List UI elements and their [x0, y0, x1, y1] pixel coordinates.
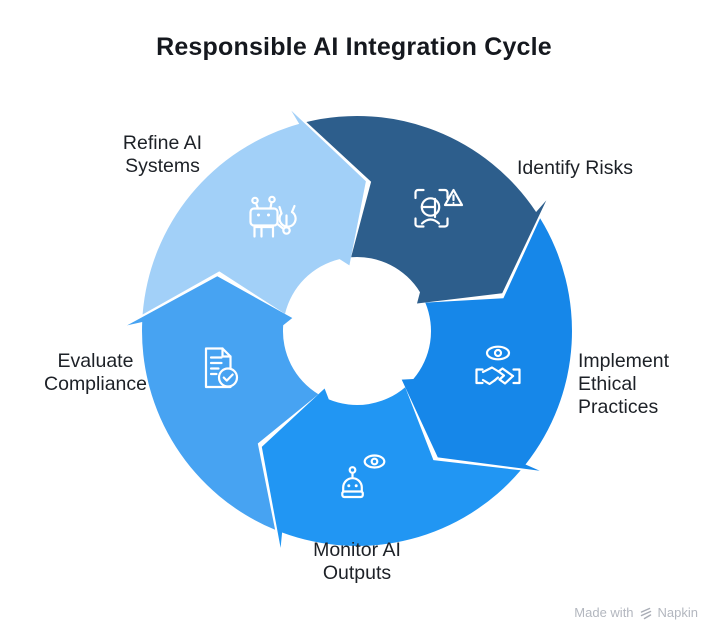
cycle-segment-evaluate-compliance [127, 276, 319, 530]
napkin-watermark[interactable]: Made with Napkin [574, 605, 698, 620]
robot-wrench-icon [249, 195, 297, 238]
face-scan-warning-icon [414, 188, 464, 228]
label-implement-ethical-practices: Implement Ethical Practices [578, 350, 670, 418]
watermark-text: Made with [574, 605, 634, 620]
eye-handshake-icon [475, 345, 521, 386]
cycle-segment-implement-ethical-practices [401, 218, 572, 471]
label-refine-ai-systems: Refine AI Systems [122, 132, 203, 177]
napkin-logo-icon [640, 607, 651, 619]
diagram-title: Responsible AI Integration Cycle [156, 33, 552, 61]
label-identify-risks: Identify Risks [517, 157, 633, 179]
document-check-icon [204, 347, 239, 389]
label-evaluate-compliance: Evaluate Compliance [44, 350, 147, 395]
robot-eye-icon [341, 454, 386, 499]
cycle-segment-identify-risks [306, 115, 547, 304]
label-monitor-ai-outputs: Monitor AI Outputs [313, 539, 401, 584]
watermark-brand: Napkin [657, 605, 698, 620]
cycle-segment-monitor-ai-outputs [261, 387, 521, 548]
cycle-arrows [127, 110, 572, 548]
cycle-segment-refine-ai-systems [142, 110, 366, 315]
